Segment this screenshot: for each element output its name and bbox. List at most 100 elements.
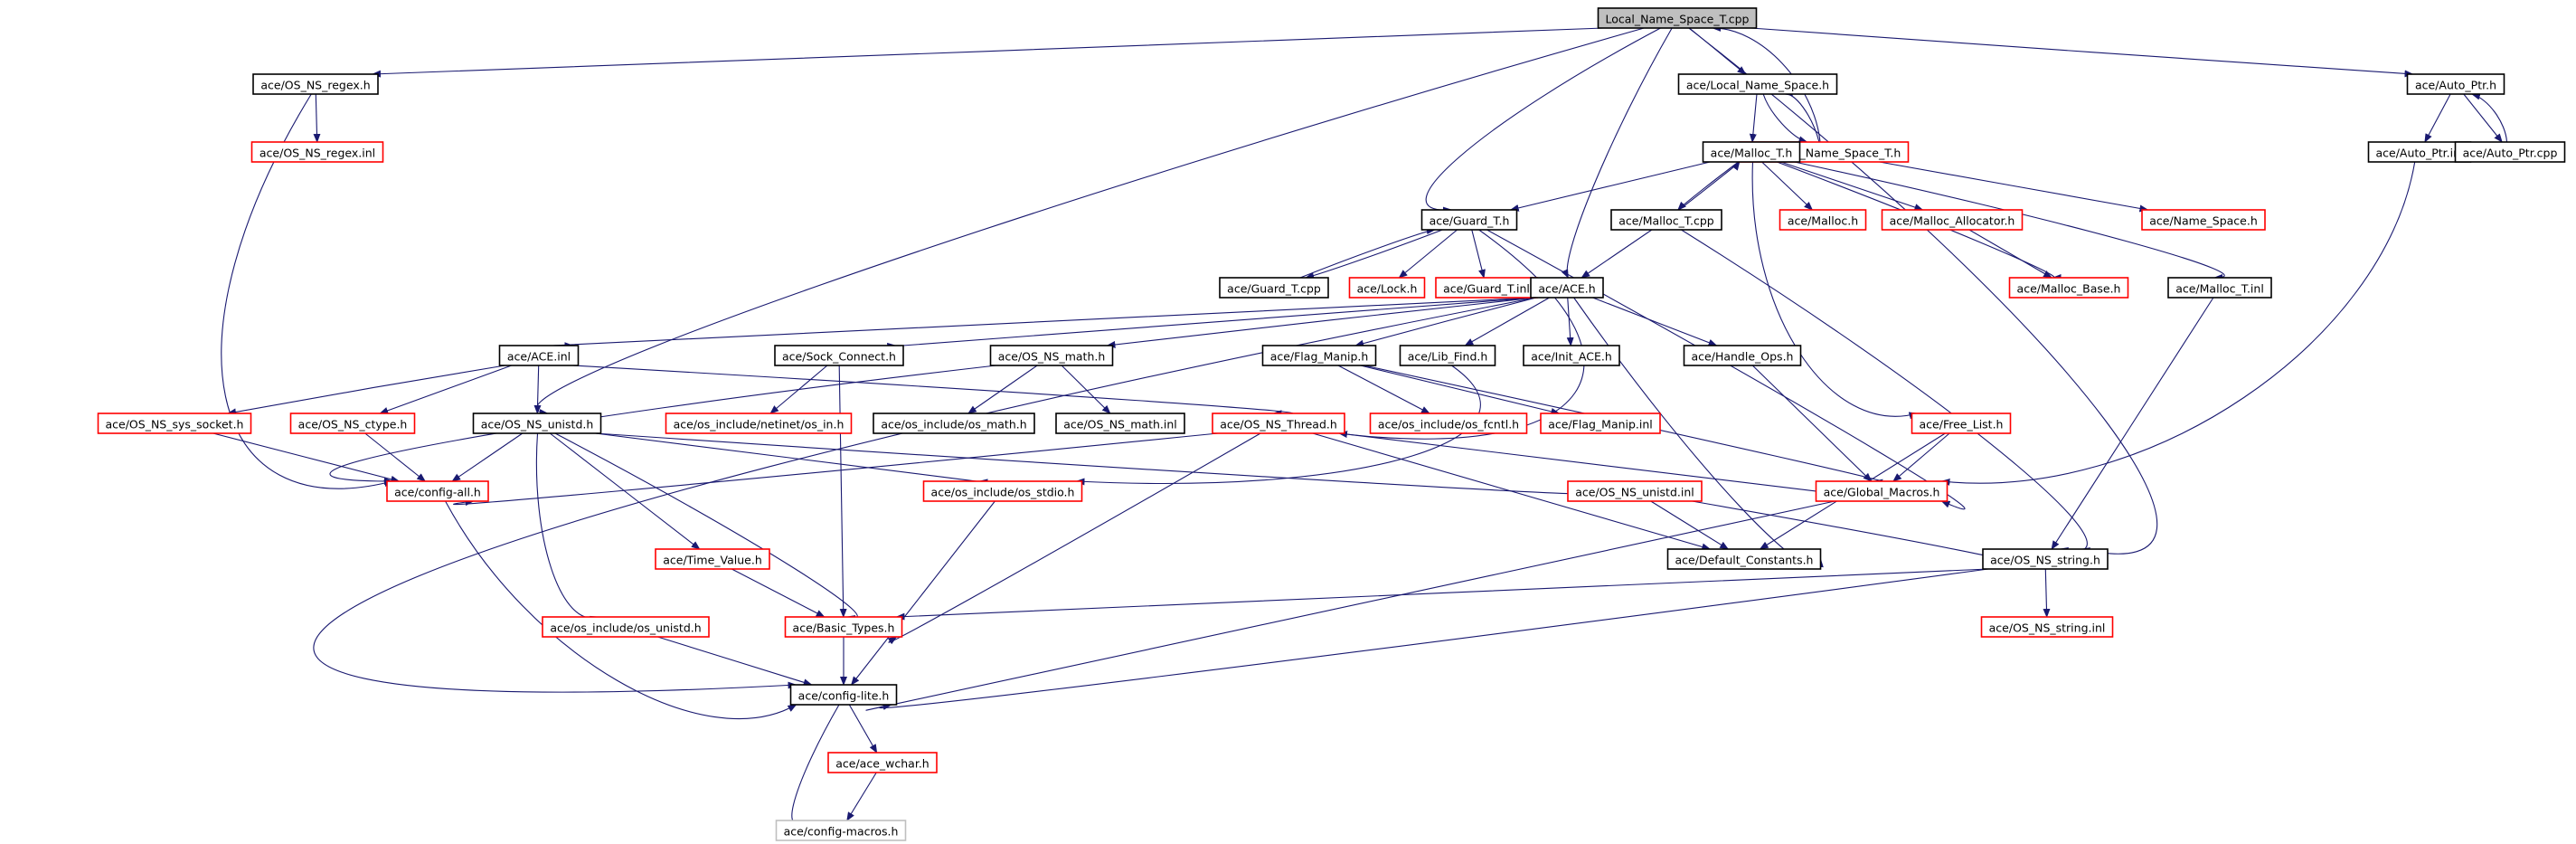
node-label: ace/OS_NS_Thread.h — [1220, 418, 1337, 431]
node-root[interactable]: Local_Name_Space_T.cpp — [1597, 7, 1758, 29]
node-os-ns-unistd-inl[interactable]: ace/OS_NS_unistd.inl — [1567, 480, 1703, 502]
node-malloc-h[interactable]: ace/Malloc.h — [1779, 209, 1867, 231]
node-default-constants-h[interactable]: ace/Default_Constants.h — [1666, 548, 1822, 570]
node-config-lite-h[interactable]: ace/config-lite.h — [789, 684, 898, 706]
node-os-fcntl-h[interactable]: ace/os_include/os_fcntl.h — [1369, 413, 1528, 434]
node-basic-types-h[interactable]: ace/Basic_Types.h — [784, 616, 903, 638]
node-os-ns-regex-inl[interactable]: ace/OS_NS_regex.inl — [250, 141, 384, 163]
node-free-list-h[interactable]: ace/Free_List.h — [1911, 413, 2012, 434]
node-handle-ops-h[interactable]: ace/Handle_Ops.h — [1683, 345, 1802, 366]
node-box — [542, 616, 710, 638]
node-label: ace/ACE.h — [1538, 282, 1595, 296]
node-label: ace/Handle_Ops.h — [1692, 350, 1794, 364]
node-label: ace/config-macros.h — [784, 825, 899, 839]
edge-handle-ops-h-to-global-macros-h — [1751, 365, 1873, 482]
edge-global-macros-h-to-config-lite-h — [865, 500, 1835, 711]
edge-os-ns-unistd-h-to-os-ns-unistd-inl — [595, 432, 1587, 496]
edge-free-list-h-to-global-macros-h — [1892, 432, 1950, 482]
node-os-ns-sys-socket-h[interactable]: ace/OS_NS_sys_socket.h — [97, 413, 252, 434]
edge-malloc-allocator-h-to-malloc-base-h — [1968, 229, 2052, 279]
edge-os-ns-thread-h-to-config-all-h — [453, 432, 1219, 507]
node-os-ns-string-inl[interactable]: ace/OS_NS_string.inl — [1980, 616, 2114, 638]
node-os-ns-thread-h[interactable]: ace/OS_NS_Thread.h — [1212, 413, 1345, 434]
node-box — [1610, 209, 1722, 231]
node-label: ace/Basic_Types.h — [793, 621, 895, 635]
node-label: ace/Malloc_Base.h — [2017, 282, 2121, 296]
node-label: ace/config-lite.h — [798, 689, 890, 703]
node-auto-ptr-h[interactable]: ace/Auto_Ptr.h — [2406, 73, 2505, 95]
node-ace-inl[interactable]: ace/ACE.inl — [498, 345, 580, 366]
edge-flag-manip-h-to-flag-manip-inl — [1360, 365, 1561, 415]
node-label: ace/Guard_T.cpp — [1227, 282, 1321, 296]
node-label: ace/Malloc_T.inl — [2175, 282, 2264, 296]
node-init-ace-h[interactable]: ace/Init_ACE.h — [1523, 345, 1620, 366]
node-label: ace/Sock_Connect.h — [782, 350, 896, 364]
node-sock-connect-h[interactable]: ace/Sock_Connect.h — [774, 345, 904, 366]
node-global-macros-h[interactable]: ace/Global_Macros.h — [1815, 480, 1949, 502]
node-time-value-h[interactable]: ace/Time_Value.h — [655, 548, 770, 570]
node-box — [1540, 413, 1661, 434]
edge-sock-connect-h-to-basic-types-h — [838, 365, 847, 618]
edge-os-ns-regex-h-to-config-all-h — [221, 93, 393, 489]
edge-os-ns-thread-h-to-basic-types-h — [887, 432, 1261, 645]
node-label: ace/ACE.inl — [507, 350, 571, 364]
edge-guard-t-h-to-lock-h — [1398, 229, 1458, 279]
node-box — [1399, 345, 1496, 366]
edge-local-name-space-h-to-local-name-space-t-h — [1762, 93, 1808, 144]
node-auto-ptr-cpp[interactable]: ace/Auto_Ptr.cpp — [2454, 141, 2566, 163]
node-lock-h[interactable]: ace/Lock.h — [1348, 277, 1426, 299]
node-os-math-h[interactable]: ace/os_include/os_math.h — [873, 413, 1035, 434]
node-malloc-t-inl[interactable]: ace/Malloc_T.inl — [2167, 277, 2272, 299]
node-box — [1881, 209, 2024, 231]
node-os-ns-math-inl[interactable]: ace/OS_NS_math.inl — [1055, 413, 1185, 434]
edge-ace-h-to-lib-find-h — [1464, 297, 1550, 346]
node-box — [655, 548, 770, 570]
node-ace-wchar-h[interactable]: ace/ace_wchar.h — [827, 752, 938, 773]
node-box — [386, 480, 489, 502]
node-os-ns-regex-h[interactable]: ace/OS_NS_regex.h — [252, 73, 379, 95]
node-os-ns-unistd-h[interactable]: ace/OS_NS_unistd.h — [472, 413, 602, 434]
node-local-name-space-h[interactable]: ace/Local_Name_Space.h — [1677, 73, 1838, 95]
node-label: ace/OS_NS_regex.inl — [259, 147, 375, 160]
node-os-in-h[interactable]: ace/os_include/netinet/os_in.h — [665, 413, 853, 434]
node-guard-t-cpp[interactable]: ace/Guard_T.cpp — [1219, 277, 1329, 299]
edge-flag-manip-h-to-os-fcntl-h — [1337, 365, 1430, 414]
node-label: ace/OS_NS_unistd.inl — [1575, 486, 1694, 499]
edge-guard-t-h-to-global-macros-h — [1486, 229, 1966, 510]
edge-os-stdio-h-to-config-lite-h — [850, 500, 995, 686]
node-os-ns-ctype-h[interactable]: ace/OS_NS_ctype.h — [289, 413, 416, 434]
node-label: Local_Name_Space_T.cpp — [1606, 13, 1750, 26]
edge-os-ns-string-h-to-os-ns-string-inl — [2043, 568, 2051, 618]
node-lib-find-h[interactable]: ace/Lib_Find.h — [1399, 345, 1496, 366]
node-guard-t-h[interactable]: ace/Guard_T.h — [1420, 209, 1518, 231]
node-box — [1779, 209, 1867, 231]
node-flag-manip-inl[interactable]: ace/Flag_Manip.inl — [1540, 413, 1661, 434]
node-os-unistd-h[interactable]: ace/os_include/os_unistd.h — [542, 616, 710, 638]
node-box — [250, 141, 384, 163]
node-name-space-h[interactable]: ace/Name_Space.h — [2141, 209, 2266, 231]
node-label: ace/Free_List.h — [1920, 418, 2004, 431]
node-os-ns-math-h[interactable]: ace/OS_NS_math.h — [989, 345, 1114, 366]
node-config-all-h[interactable]: ace/config-all.h — [386, 480, 489, 502]
edge-malloc-t-cpp-to-ace-h — [1581, 229, 1653, 279]
node-malloc-base-h[interactable]: ace/Malloc_Base.h — [2008, 277, 2129, 299]
node-ace-h[interactable]: ace/ACE.h — [1530, 277, 1604, 299]
node-os-ns-string-h[interactable]: ace/OS_NS_string.h — [1982, 548, 2109, 570]
node-malloc-t-h[interactable]: ace/Malloc_T.h — [1702, 141, 1801, 163]
node-box — [1702, 141, 1801, 163]
node-label: ace/Guard_T.inl — [1443, 282, 1530, 296]
edge-guard-t-cpp-to-guard-t-h — [1299, 227, 1436, 279]
node-box — [2141, 209, 2266, 231]
node-malloc-allocator-h[interactable]: ace/Malloc_Allocator.h — [1881, 209, 2024, 231]
node-guard-t-inl[interactable]: ace/Guard_T.inl — [1435, 277, 1538, 299]
node-config-macros-h[interactable]: ace/config-macros.h — [775, 820, 907, 841]
node-label: ace/Time_Value.h — [663, 554, 762, 567]
node-flag-manip-h[interactable]: ace/Flag_Manip.h — [1261, 345, 1377, 366]
node-box — [775, 820, 907, 841]
node-malloc-t-cpp[interactable]: ace/Malloc_T.cpp — [1610, 209, 1722, 231]
node-label: ace/Local_Name_Space.h — [1686, 79, 1829, 92]
edge-guard-t-h-to-guard-t-inl — [1471, 229, 1486, 279]
node-os-stdio-h[interactable]: ace/os_include/os_stdio.h — [922, 480, 1083, 502]
node-label: ace/OS_NS_ctype.h — [298, 418, 408, 431]
